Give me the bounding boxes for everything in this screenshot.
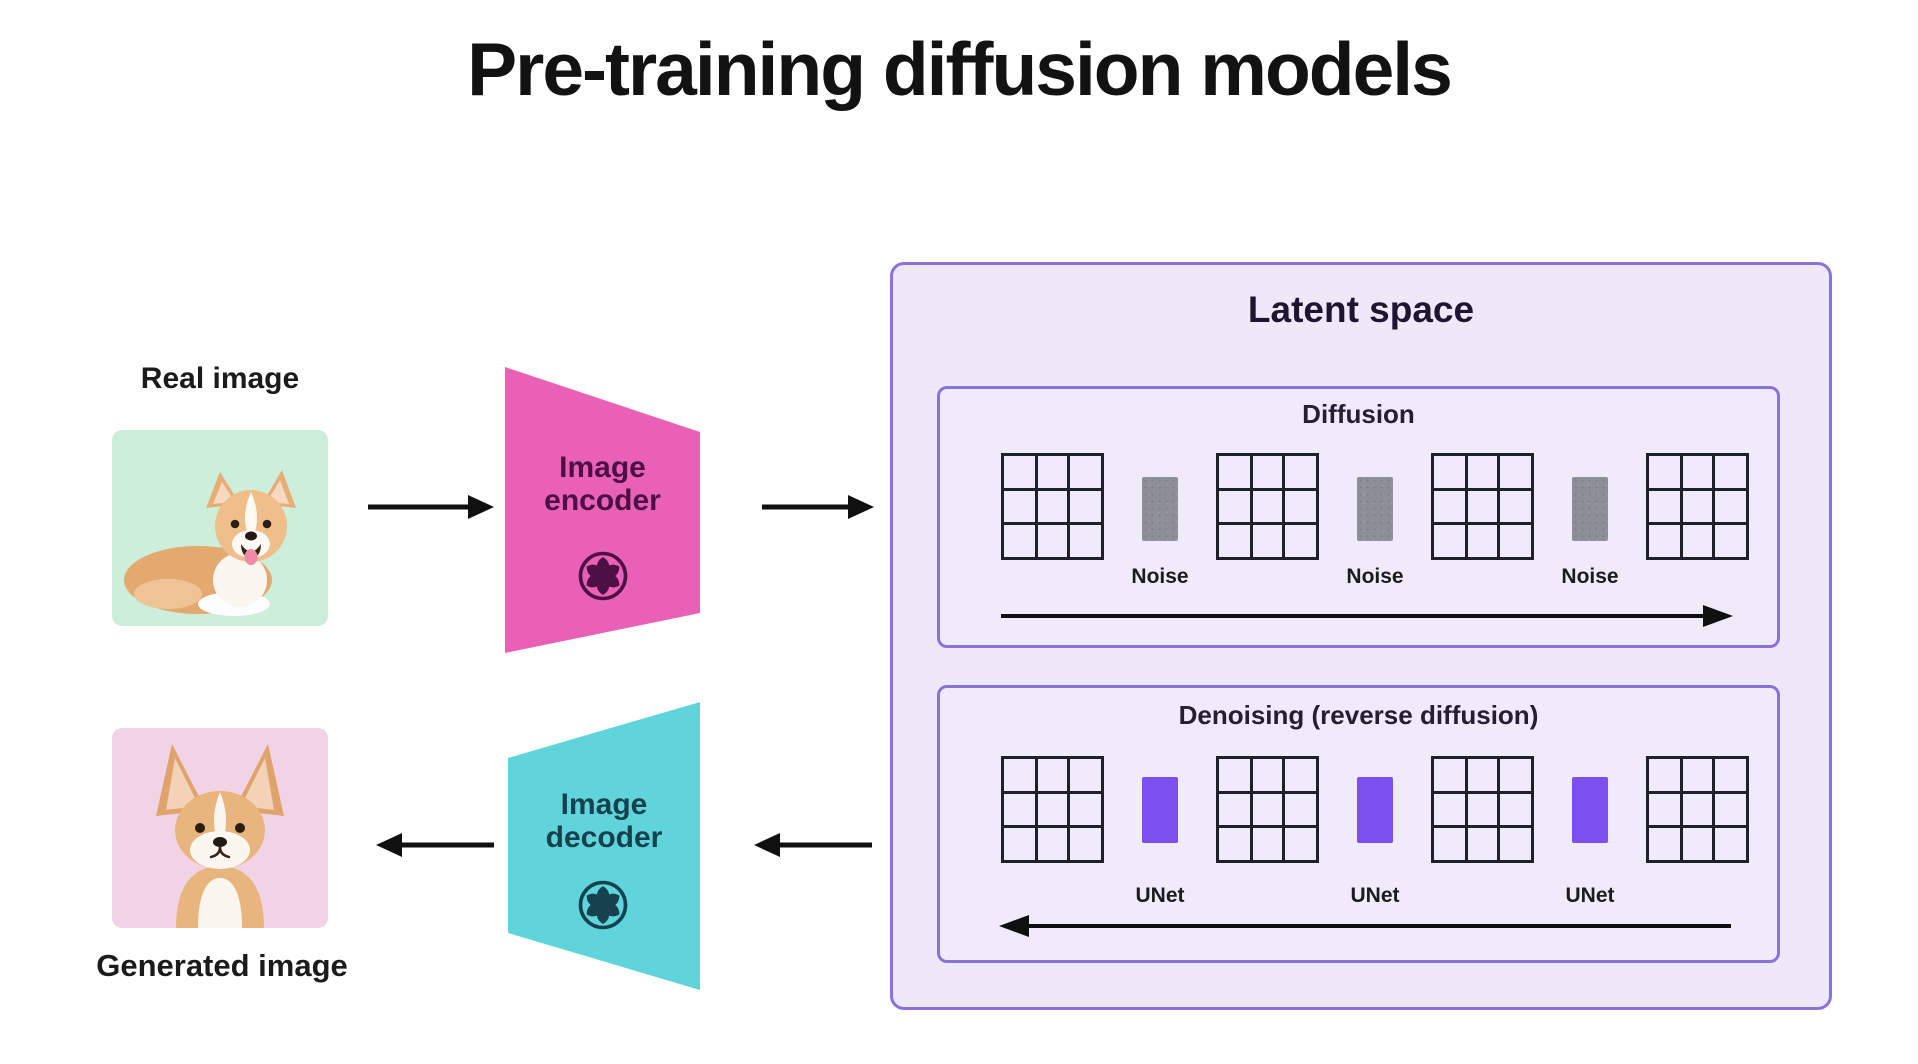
denoising-box: Denoising (reverse diffusion) UNet UNet … [937, 685, 1780, 963]
arrow-latent-to-decoder-icon [754, 833, 872, 857]
latent-grid [1001, 453, 1104, 560]
latent-grid [1646, 453, 1749, 560]
diffusion-arrow-right-icon [1001, 605, 1733, 627]
real-image-card [112, 430, 328, 626]
unet-bar [1572, 777, 1608, 843]
diffusion-title: Diffusion [1302, 399, 1415, 429]
image-encoder-label: Image encoder [544, 451, 661, 517]
noise-label: Noise [1346, 565, 1404, 588]
image-encoder-block: Image encoder [505, 365, 700, 655]
latent-grid [1216, 453, 1319, 560]
latent-space-title: Latent space [1247, 289, 1475, 330]
atom-flower-icon [578, 880, 628, 930]
noise-bar [1142, 477, 1178, 541]
latent-grid [1431, 453, 1534, 560]
unet-bar [1357, 777, 1393, 843]
diffusion-box: Diffusion Noise Noise Noise [937, 386, 1780, 648]
noise-label: Noise [1561, 565, 1619, 588]
arrow-decoder-to-generated-icon [376, 833, 494, 857]
generated-image-card [112, 728, 328, 928]
noise-label: Noise [1131, 565, 1189, 588]
atom-flower-icon [578, 551, 628, 601]
decoder-trapezoid [508, 702, 700, 990]
noise-bar [1572, 477, 1608, 541]
denoising-arrow-left-icon [999, 915, 1731, 937]
unet-label: UNet [1565, 884, 1615, 907]
unet-label: UNet [1350, 884, 1400, 907]
noise-bar [1357, 477, 1393, 541]
generated-image-label: Generated image [96, 948, 348, 983]
arrow-encoder-to-latent-icon [762, 495, 874, 519]
unet-bar [1142, 777, 1178, 843]
latent-space-panel: Latent space Diffusion Noise Noise Noise… [890, 262, 1832, 1010]
denoising-title: Denoising (reverse diffusion) [1178, 700, 1539, 730]
arrow-real-to-encoder-icon [368, 495, 494, 519]
page-title: Pre-training diffusion models [467, 27, 1453, 111]
latent-grid [1216, 756, 1319, 863]
image-decoder-block: Image decoder [508, 702, 700, 990]
encoder-trapezoid [505, 367, 700, 653]
latent-grid [1001, 756, 1104, 863]
corgi-photo-generated [156, 744, 284, 928]
image-decoder-label: Image decoder [545, 788, 663, 854]
latent-grid [1646, 756, 1749, 863]
real-image-label: Real image [140, 362, 300, 395]
latent-grid [1431, 756, 1534, 863]
corgi-photo-real [124, 470, 296, 616]
unet-label: UNet [1135, 884, 1185, 907]
